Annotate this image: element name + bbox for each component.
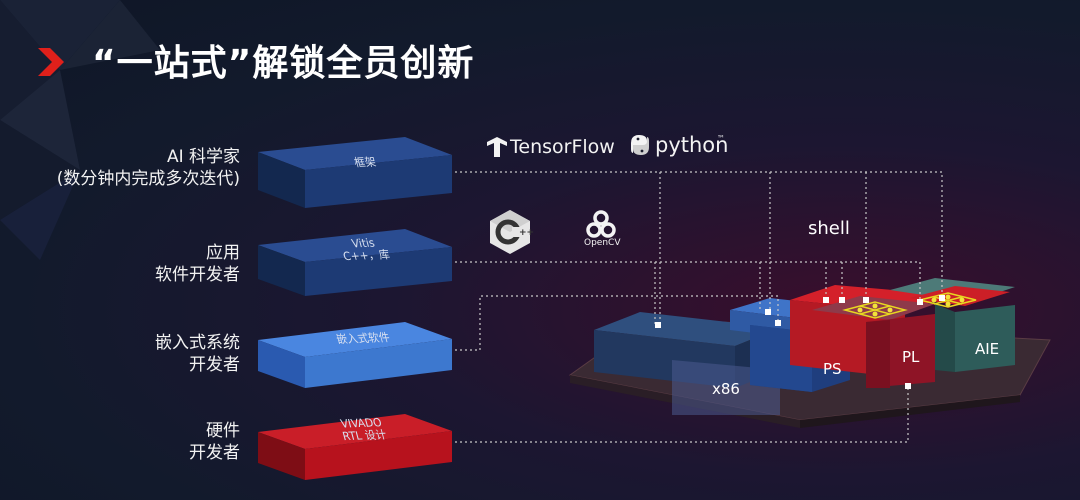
role-line: (数分钟内完成多次迭代) [56,169,240,189]
block-framework-label: 框架 [352,155,378,170]
role-label-ai-scientist: AI 科学家 (数分钟内完成多次迭代) [0,146,240,190]
opencv-logo-text: OpenCV [584,238,621,248]
role-label-app-developer: 应用 软件开发者 [0,242,240,286]
role-line: 硬件 [206,421,240,441]
tensorflow-logo-text: TensorFlow [510,136,615,158]
role-line: AI 科学家 [166,147,240,167]
role-line: 应用 [206,243,240,263]
pl-label: PL [902,348,920,366]
aie-label: AIE [975,340,1000,358]
role-line: 软件开发者 [155,265,240,285]
role-line: 开发者 [189,355,240,375]
ai-engine-grid-icon [842,292,977,319]
block-vitis [258,229,452,296]
block-embedded-software [258,322,452,388]
block-embedded-label: 嵌入式软件 [334,330,392,347]
block-framework [258,137,452,208]
block-vitis-label: Vitis C++，库 [341,236,392,264]
block-vivado-label: VIVADO RTL 设计 [339,415,389,444]
dotted-connectors [455,171,943,443]
x86-label: x86 [712,380,740,398]
python-icon [631,135,649,155]
role-label-hardware-developer: 硬件 开发者 [0,420,240,464]
opencv-icon [586,210,616,238]
ai-engine-nodes [857,294,965,317]
role-label-embedded-developer: 嵌入式系统 开发者 [0,332,240,376]
role-line: 嵌入式系统 [155,333,240,353]
title-chevron-icon [38,48,64,76]
connector-endpoints [655,295,945,389]
shell-label: shell [808,218,850,239]
role-line: 开发者 [189,443,240,463]
page-title: “一站式”解锁全员创新 [92,43,475,84]
ps-label: PS [823,360,842,378]
python-trademark: ™ [717,134,725,143]
python-logo-text: python [655,133,729,157]
tensorflow-icon [487,137,507,157]
block-vivado [258,414,452,480]
svg-text:++: ++ [519,228,534,238]
cpp-icon: ++ [490,210,534,254]
